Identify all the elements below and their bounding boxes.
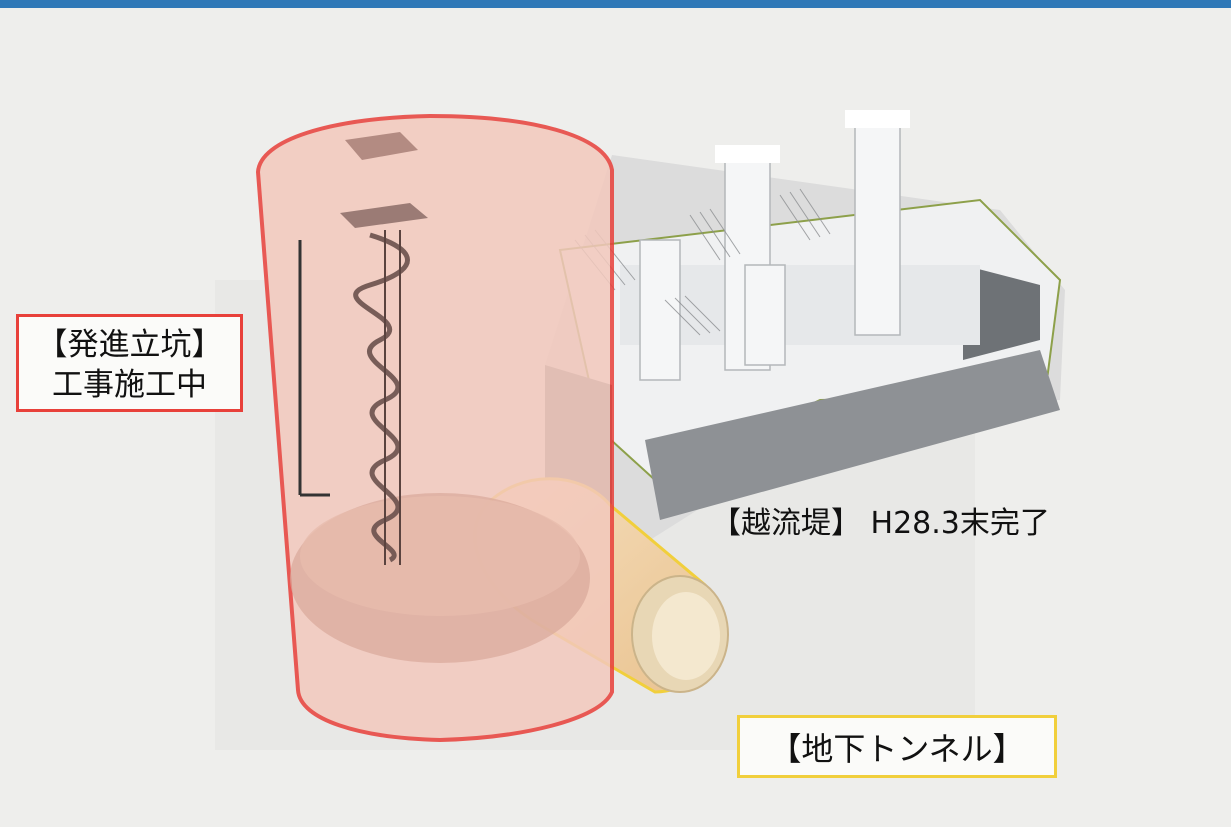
launch-shaft [255,113,614,743]
header-bar [0,0,1231,8]
launch-shaft-label-box: 【発進立坑】 工事施工中 [16,314,243,412]
launch-shaft-status: 工事施工中 [52,367,207,403]
weir-structure [545,110,1065,540]
launch-shaft-title: 【発進立坑】 [36,327,223,363]
tunnel-label-box: 【地下トンネル】 [737,715,1057,778]
tunnel-title: 【地下トンネル】 [769,730,1025,768]
weir-label: 【越流堤】 H28.3末完了 [711,506,1050,541]
